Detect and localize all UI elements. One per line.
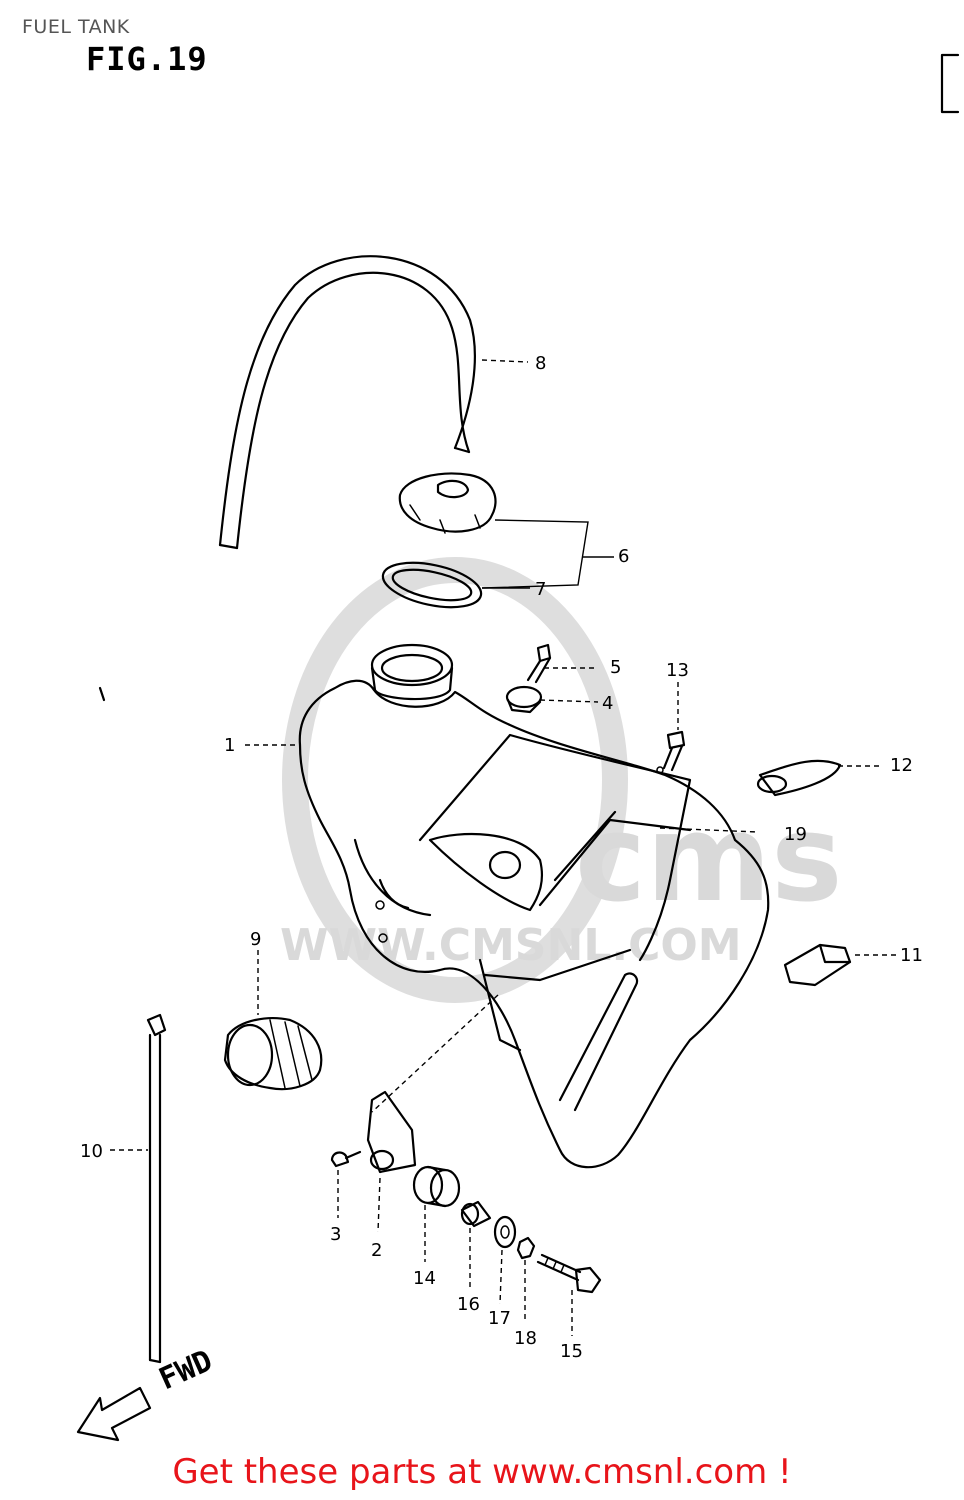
watermark-url: WWW.CMSNL.COM [280, 920, 742, 971]
part-10-band [146, 1013, 167, 1364]
callout-4: 4 [602, 693, 613, 714]
page-title: FUEL TANK [22, 16, 130, 38]
callout-10: 10 [80, 1141, 103, 1162]
callout-3: 3 [330, 1224, 341, 1245]
part-2-bracket [366, 1090, 417, 1174]
part-13-bolt [662, 730, 686, 772]
part-3-screw [330, 1150, 362, 1168]
callout-5: 5 [610, 657, 621, 678]
figure-label: FIG.19 [86, 40, 208, 78]
callout-12: 12 [890, 755, 913, 776]
part-7-gasket [381, 561, 483, 609]
forward-label: FWD [154, 1343, 218, 1397]
callout-6: 6 [618, 546, 629, 567]
callout-11: 11 [900, 945, 923, 966]
leader-lines [110, 359, 898, 1336]
watermark-brand: cms [575, 790, 843, 929]
callout-1: 1 [224, 735, 235, 756]
part-14-grommet [412, 1165, 461, 1208]
footer-link[interactable]: Get these parts at www.cmsnl.com ! [172, 1452, 792, 1492]
page-corner-mark [940, 53, 960, 114]
callout-17: 17 [488, 1308, 511, 1329]
part-17-washer [493, 1215, 517, 1249]
part-11-cushion [783, 943, 852, 987]
forward-direction-arrow: FWD [76, 1343, 218, 1442]
part-6-fuel-cap [398, 472, 497, 534]
part-9-cushion [223, 1017, 323, 1091]
callout-7: 7 [535, 579, 546, 600]
part-4-grommet [505, 685, 543, 714]
callout-16: 16 [457, 1294, 480, 1315]
callout-14: 14 [413, 1268, 436, 1289]
callout-8: 8 [535, 353, 546, 374]
part-5-bolt [526, 643, 552, 684]
callout-2: 2 [371, 1240, 382, 1261]
part-18-nut [516, 1236, 536, 1260]
callout-13: 13 [666, 660, 689, 681]
part-12-clip [756, 759, 842, 797]
callout-15: 15 [560, 1341, 583, 1362]
callout-19: 19 [784, 824, 807, 845]
scan-speck [98, 686, 106, 702]
callout-9: 9 [250, 929, 261, 950]
watermark: cms WWW.CMSNL.COM [280, 557, 843, 1003]
part-15-bolt [536, 1253, 602, 1294]
callout-18: 18 [514, 1328, 537, 1349]
part-1-fuel-tank [298, 643, 770, 1169]
part-8-breather-hose [218, 255, 476, 550]
part-16-collar [460, 1200, 492, 1228]
callout-numbers: 1 2 3 4 5 6 7 8 9 10 11 12 13 14 15 16 1… [80, 353, 923, 1362]
